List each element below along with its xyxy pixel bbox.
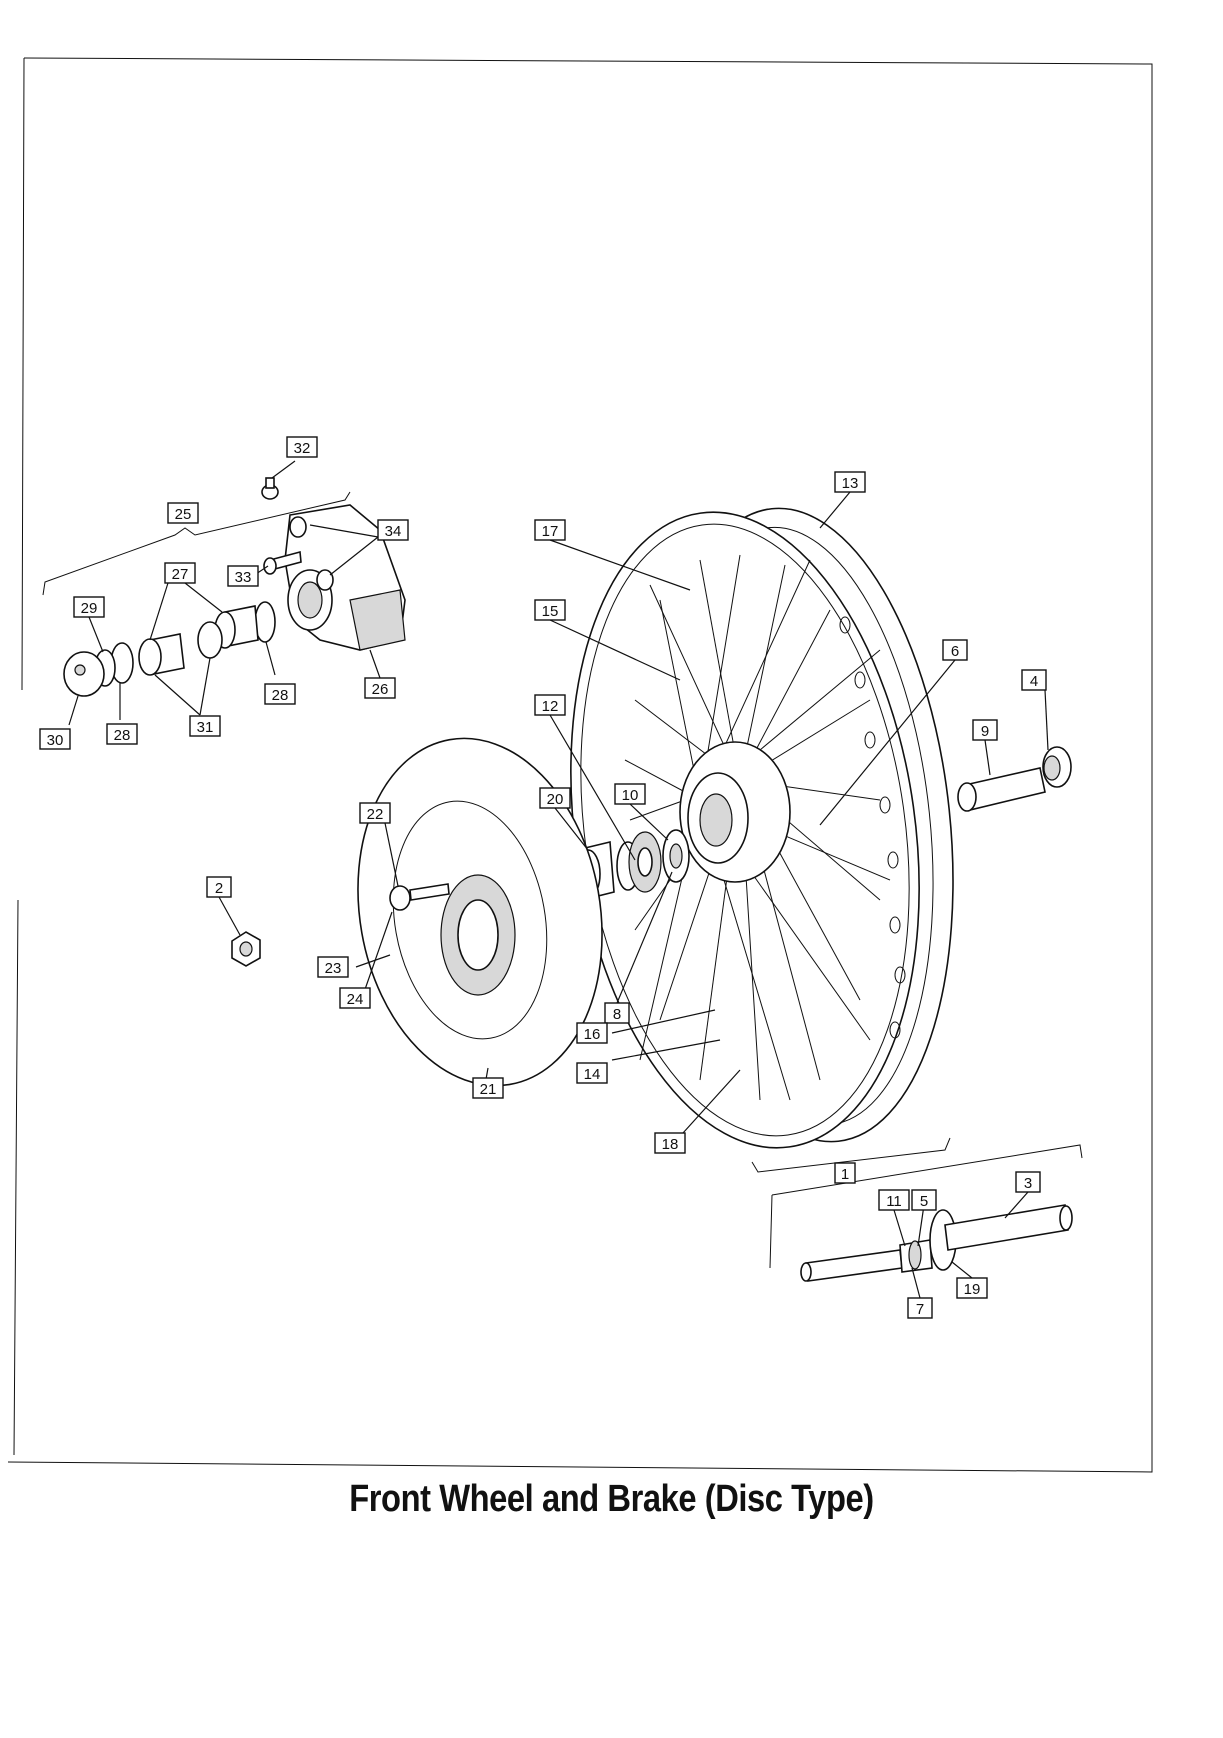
cap-30: [63, 651, 105, 697]
callout-label: 15: [542, 603, 559, 620]
callout-28-left: 28: [106, 723, 138, 745]
piston-27-right: [214, 605, 259, 649]
callout-21: 21: [472, 1077, 504, 1099]
diagram-caption: Front Wheel and Brake (Disc Type): [349, 1478, 874, 1520]
bolt-33: [263, 550, 302, 575]
callout-label: 32: [294, 440, 311, 457]
callout-24: 24: [339, 987, 371, 1009]
callout-16: 16: [576, 1022, 608, 1044]
callout-6: 6: [942, 639, 968, 661]
callout-label: 25: [175, 506, 192, 523]
callout-label: 3: [1024, 1175, 1032, 1192]
bracket-1: [751, 1137, 951, 1173]
bearing-12: [616, 831, 662, 893]
callout-26: 26: [364, 677, 396, 699]
callout-4: 4: [1021, 669, 1047, 691]
callout-label: 19: [964, 1281, 981, 1298]
callout-11: 11: [878, 1189, 910, 1211]
callout-label: 9: [981, 723, 989, 740]
callout-8: 8: [604, 1002, 630, 1024]
callout-label: 8: [613, 1006, 621, 1023]
callout-7: 7: [907, 1297, 933, 1319]
callout-label: 5: [920, 1193, 928, 1210]
bolt-32: [261, 477, 279, 500]
callout-27: 27: [164, 562, 196, 584]
callout-label: 1: [841, 1166, 849, 1183]
callout-13: 13: [834, 471, 866, 493]
callout-32: 32: [286, 436, 318, 458]
callout-label: 31: [197, 719, 214, 736]
callout-label: 14: [584, 1066, 601, 1083]
callout-label: 6: [951, 643, 959, 660]
callout-label: 28: [272, 687, 289, 704]
callout-label: 20: [547, 791, 564, 808]
callout-33: 33: [227, 565, 259, 587]
callout-label: 16: [584, 1026, 601, 1043]
callout-label: 24: [347, 991, 364, 1008]
callout-label: 26: [372, 681, 389, 698]
callout-31: 31: [189, 715, 221, 737]
nut-4: [1042, 746, 1072, 788]
bearing-10: [662, 829, 690, 883]
callout-label: 4: [1030, 673, 1038, 690]
callout-label: 11: [886, 1193, 902, 1210]
spacer-9: [957, 767, 1046, 812]
callout-17: 17: [534, 519, 566, 541]
callout-label: 17: [542, 523, 559, 540]
callout-5: 5: [911, 1189, 937, 1211]
callout-label: 13: [842, 475, 859, 492]
callout-12: 12: [534, 694, 566, 716]
callout-label: 2: [215, 880, 223, 897]
callout-label: 34: [385, 523, 402, 540]
nut-2: [231, 931, 261, 967]
brake-disc-21: [357, 737, 603, 1087]
callout-label: 12: [542, 698, 559, 715]
callout-label: 22: [367, 806, 384, 823]
callout-label: 7: [916, 1301, 924, 1318]
callout-1: 1: [834, 1162, 856, 1184]
bolt-22: [389, 883, 450, 911]
pad-31-right: [197, 621, 223, 659]
callout-label: 33: [235, 569, 252, 586]
callout-label: 27: [172, 566, 189, 583]
callout-label: 29: [81, 600, 98, 617]
caliper-26: [284, 504, 406, 651]
callout-label: 18: [662, 1136, 679, 1153]
callout-2: 2: [206, 876, 232, 898]
wheel-rim: [570, 507, 954, 1149]
callout-label: 23: [325, 960, 342, 977]
callout-9: 9: [972, 719, 998, 741]
callout-15: 15: [534, 599, 566, 621]
callout-25: 25: [167, 502, 199, 524]
callout-label: 21: [480, 1081, 497, 1098]
callout-10: 10: [614, 783, 646, 805]
bracket-25: [42, 491, 351, 596]
callout-18: 18: [654, 1132, 686, 1154]
callout-30: 30: [39, 728, 71, 750]
leader-lines: [68, 460, 1049, 1299]
callout-23: 23: [317, 956, 349, 978]
diagram-frame: [7, 57, 1153, 1473]
washers-34: [289, 516, 334, 591]
wheel-hub: [679, 741, 791, 883]
piston-27-left: [138, 633, 185, 676]
callout-3: 3: [1015, 1171, 1041, 1193]
callout-28-right: 28: [264, 683, 296, 705]
callout-label: 28: [114, 727, 131, 744]
callout-22: 22: [359, 802, 391, 824]
callout-34: 34: [377, 519, 409, 541]
callout-19: 19: [956, 1277, 988, 1299]
callout-20: 20: [539, 787, 571, 809]
axle-assembly: [769, 1144, 1083, 1282]
callout-label: 10: [622, 787, 639, 804]
callout-label: 30: [47, 732, 64, 749]
callout-29: 29: [73, 596, 105, 618]
callout-14: 14: [576, 1062, 608, 1084]
